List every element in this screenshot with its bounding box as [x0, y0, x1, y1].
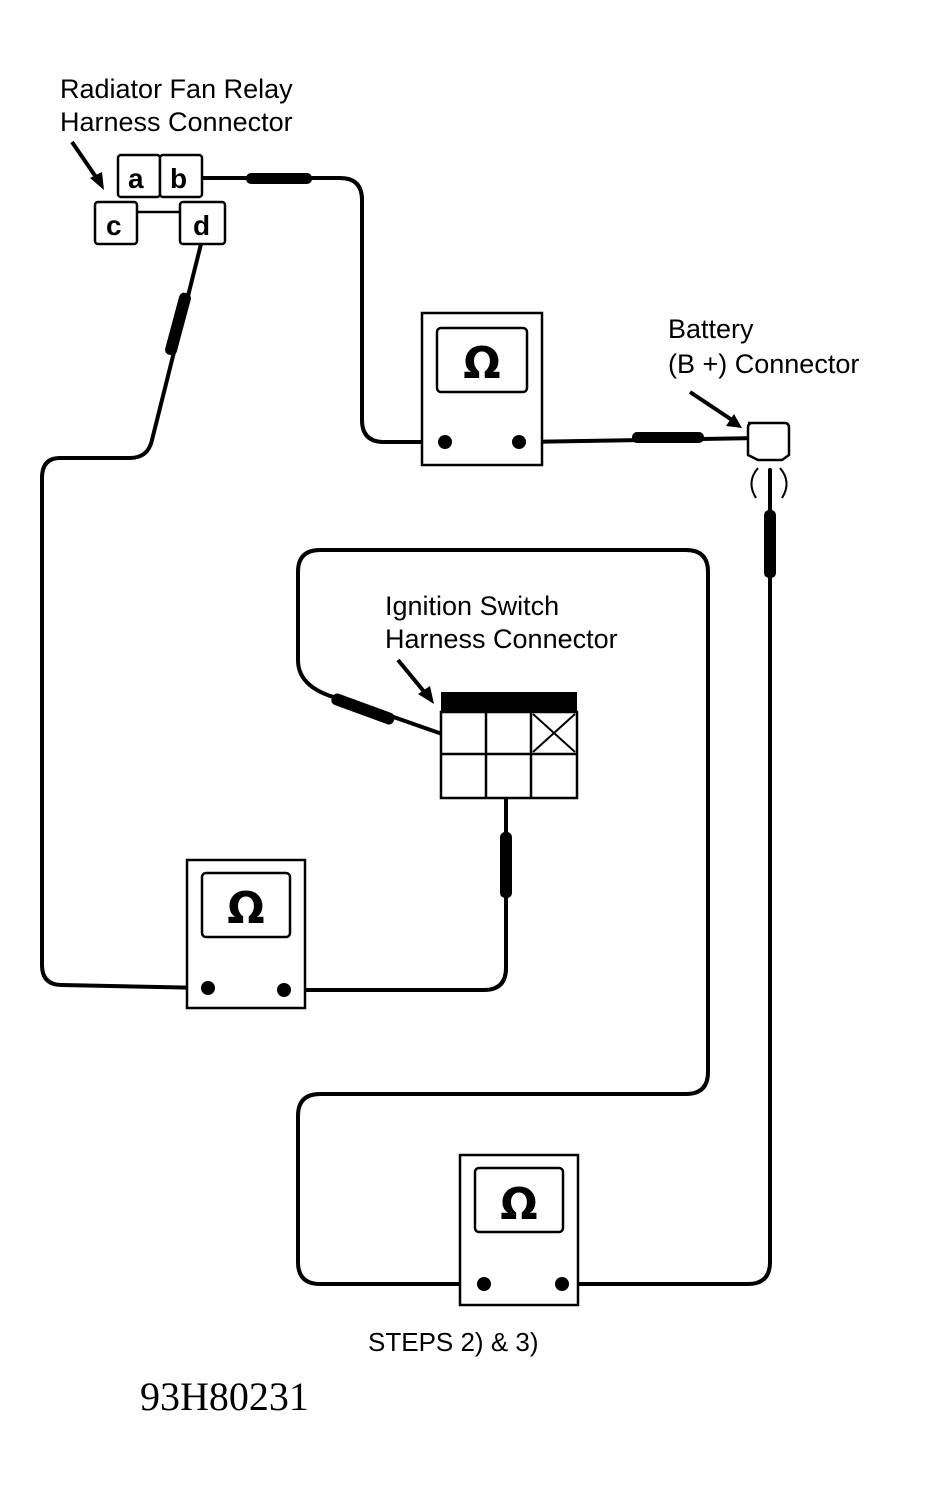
meter-terminal — [555, 1277, 569, 1291]
probe-sleeve — [632, 432, 704, 443]
probe-sleeve — [331, 693, 395, 725]
battery-label-line1: Battery — [668, 314, 754, 344]
ohm-icon: Ω — [227, 883, 264, 934]
ohm-icon: Ω — [500, 1179, 537, 1230]
wire-meter-middle-to-ignition — [282, 788, 508, 992]
relay-pin-d-box — [178, 200, 227, 246]
relay-pin-b: b — [170, 163, 187, 194]
figure-code: 93H80231 — [140, 1374, 309, 1419]
relay-connector-label-line2: Harness Connector — [60, 107, 293, 137]
meter-terminal — [201, 981, 215, 995]
ohmmeter-bottom: Ω — [458, 1153, 580, 1307]
ohm-icon: Ω — [463, 338, 500, 389]
meter-terminal — [438, 435, 452, 449]
relay-pin-b-box — [158, 153, 204, 199]
wire-relay-b-to-meter-top — [196, 176, 445, 444]
wire-meter-bottom-to-battery — [560, 468, 772, 1286]
relay-connector-label-line1: Radiator Fan Relay — [60, 74, 293, 104]
probe-sleeve — [165, 292, 191, 356]
relay-pin-c-box — [93, 200, 139, 246]
ignition-label-line2: Harness Connector — [385, 624, 618, 654]
ignition-arrow-icon — [396, 658, 434, 704]
battery-label-line2: (B +) Connector — [668, 349, 859, 379]
steps-caption: STEPS 2) & 3) — [368, 1327, 539, 1357]
wire-ignition-to-meter-bottom — [296, 548, 710, 1286]
relay-arrow-icon — [70, 140, 104, 190]
wire-relay-d-to-meter-middle — [40, 230, 210, 990]
relay-pin-c: c — [106, 210, 122, 241]
probe-sleeve — [500, 832, 512, 898]
ohmmeter-top: Ω — [420, 311, 544, 467]
probe-sleeve — [246, 173, 312, 184]
meter-terminal — [477, 1277, 491, 1291]
meter-terminal — [277, 983, 291, 997]
relay-connector: a b c d — [93, 153, 227, 246]
battery-arrow-icon — [688, 390, 742, 428]
ignition-label-line1: Ignition Switch — [385, 591, 559, 621]
relay-pin-d: d — [193, 210, 210, 241]
meter-terminal — [512, 435, 526, 449]
battery-connector — [746, 421, 791, 499]
ohmmeter-middle: Ω — [185, 858, 307, 1010]
ignition-connector — [439, 692, 579, 800]
relay-pin-a: a — [128, 163, 144, 194]
probe-sleeve — [764, 510, 776, 578]
